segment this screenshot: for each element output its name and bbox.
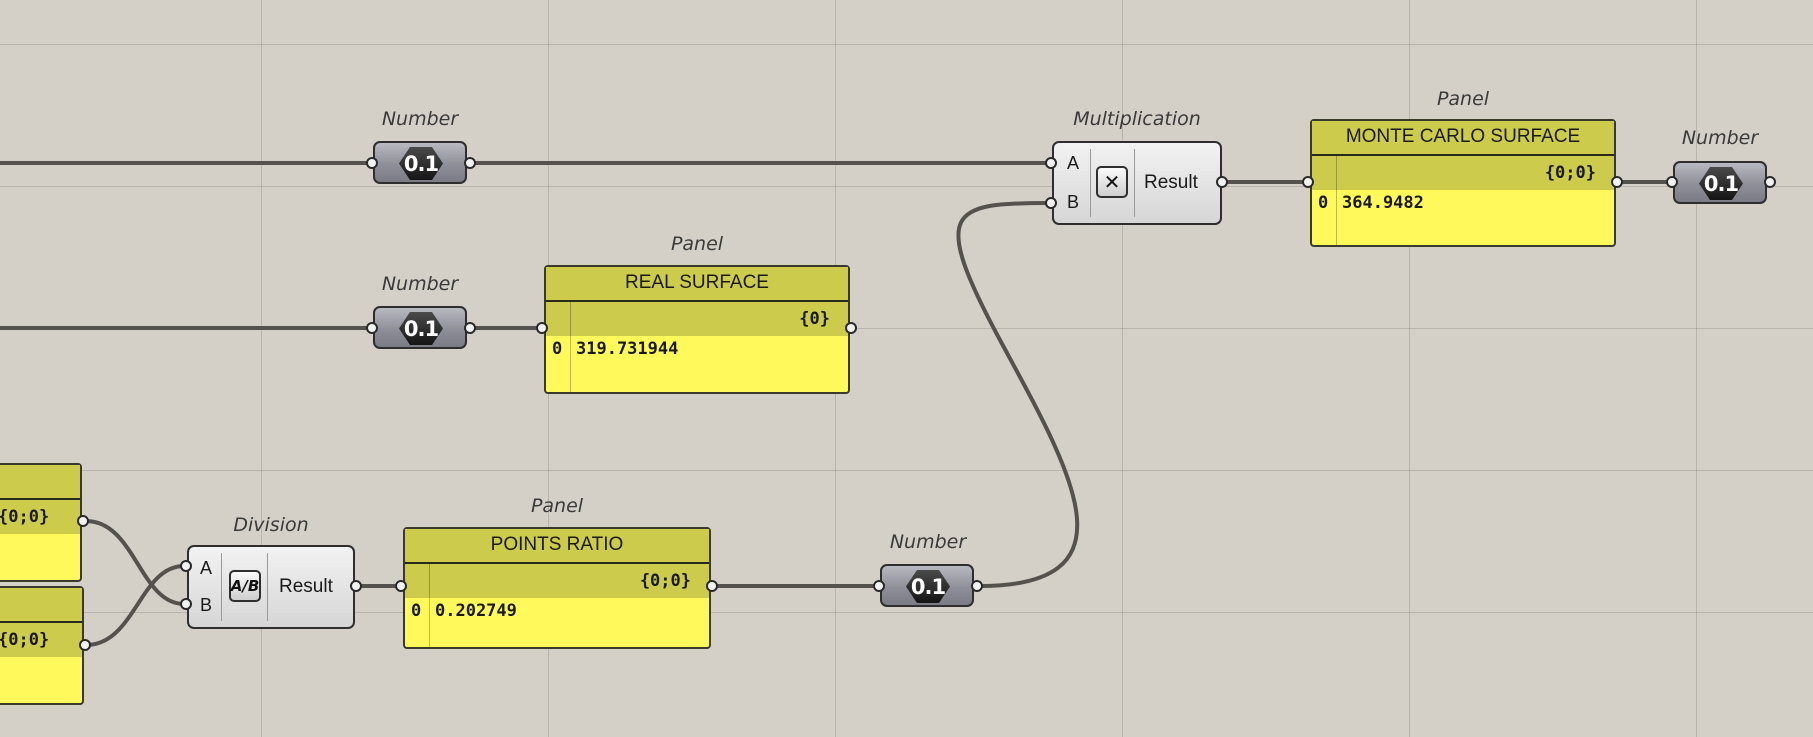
panel-index: 0 xyxy=(411,601,422,621)
points-ratio-input-port[interactable] xyxy=(395,580,407,592)
real-surface-panel-label: Panel xyxy=(670,233,724,255)
multiplication-input-a-port[interactable] xyxy=(1045,157,1057,169)
panel-title xyxy=(0,465,80,500)
number4-node[interactable]: 0.1 xyxy=(1673,161,1767,204)
panel-value: 364.9482 xyxy=(1342,193,1424,213)
panel-value: 0.202749 xyxy=(435,601,517,621)
panel-index: 0 xyxy=(552,339,563,359)
number4-output-port[interactable] xyxy=(1764,176,1776,188)
division-label: Division xyxy=(233,514,309,536)
real-surface-panel[interactable]: REAL SURFACE {0} 0 319.731944 xyxy=(544,265,850,394)
real-surface-input-port[interactable] xyxy=(536,322,548,334)
number3-input-port[interactable] xyxy=(873,580,885,592)
multiplication-separator-right xyxy=(1134,149,1135,217)
panel-index: 0 xyxy=(1318,193,1329,213)
real-surface-output-port[interactable] xyxy=(845,322,857,334)
multiplication-separator-left xyxy=(1090,149,1091,217)
multiplication-input-b-label: B xyxy=(1067,192,1080,212)
monte-carlo-input-port[interactable] xyxy=(1302,176,1314,188)
panel-value: 319.731944 xyxy=(576,339,679,359)
panel-title: MONTE CARLO SURFACE xyxy=(1312,121,1614,156)
panel-index-divider xyxy=(570,302,571,392)
panel-title: REAL SURFACE xyxy=(546,267,848,302)
division-separator-left xyxy=(221,553,222,621)
panel-data-path: {0;0} xyxy=(1312,156,1614,190)
wire-partial-bottom-to-division-a xyxy=(84,564,186,647)
number-param-icon: 0.1 xyxy=(906,570,950,603)
panel-title: POINTS RATIO xyxy=(405,529,709,564)
panel-title xyxy=(0,588,82,623)
multiplication-output-label: Result xyxy=(1144,172,1198,193)
number3-node[interactable]: 0.1 xyxy=(880,564,974,607)
division-output-label: Result xyxy=(279,576,333,597)
panel-data-path: {0} xyxy=(546,302,848,336)
division-output-port[interactable] xyxy=(350,580,362,592)
division-input-a-port[interactable] xyxy=(180,560,192,572)
division-input-b-port[interactable] xyxy=(180,598,192,610)
panel-data-path: {0;0} xyxy=(0,500,80,534)
division-input-a-label: A xyxy=(200,558,213,578)
wire-partial-top-to-division-b xyxy=(84,519,186,606)
multiplication-label: Multiplication xyxy=(1073,108,1201,130)
number3-output-port[interactable] xyxy=(971,580,983,592)
panel-index-divider xyxy=(1336,156,1337,245)
number4-input-port[interactable] xyxy=(1666,176,1678,188)
multiplication-input-a-label: A xyxy=(1067,153,1080,173)
number1-label: Number xyxy=(381,108,459,130)
division-component[interactable]: A B A/B Result xyxy=(187,545,355,629)
number1-input-port[interactable] xyxy=(366,157,378,169)
wire-number3-to-multiplication-b xyxy=(956,201,1080,588)
number1-output-port[interactable] xyxy=(464,157,476,169)
number3-label: Number xyxy=(889,531,967,553)
partial-panel-top[interactable]: {0;0} xyxy=(0,463,82,582)
multiply-icon: ✕ xyxy=(1096,166,1128,198)
number1-node[interactable]: 0.1 xyxy=(373,141,467,184)
points-ratio-output-port[interactable] xyxy=(706,580,718,592)
panel-data-path: {0;0} xyxy=(0,623,82,657)
number2-label: Number xyxy=(381,273,459,295)
partial-bottom-output-port[interactable] xyxy=(79,639,91,651)
monte-carlo-panel-label: Panel xyxy=(1436,88,1490,110)
number2-output-port[interactable] xyxy=(464,322,476,334)
partial-top-output-port[interactable] xyxy=(77,515,89,527)
multiplication-input-b-port[interactable] xyxy=(1045,197,1057,209)
points-ratio-panel[interactable]: POINTS RATIO {0;0} 0 0.202749 xyxy=(403,527,711,649)
number2-node[interactable]: 0.1 xyxy=(373,306,467,349)
number-param-icon: 0.1 xyxy=(1699,167,1743,200)
divide-icon: A/B xyxy=(229,570,261,602)
number4-label: Number xyxy=(1681,127,1759,149)
number-param-icon: 0.1 xyxy=(399,147,443,180)
points-ratio-panel-label: Panel xyxy=(530,495,584,517)
multiplication-output-port[interactable] xyxy=(1216,176,1228,188)
number2-input-port[interactable] xyxy=(366,322,378,334)
panel-data-path: {0;0} xyxy=(405,564,709,598)
number-param-icon: 0.1 xyxy=(399,312,443,345)
division-separator-right xyxy=(267,553,268,621)
monte-carlo-output-port[interactable] xyxy=(1611,176,1623,188)
monte-carlo-surface-panel[interactable]: MONTE CARLO SURFACE {0;0} 0 364.9482 xyxy=(1310,119,1616,247)
multiplication-component[interactable]: A B ✕ Result xyxy=(1052,141,1222,225)
partial-panel-bottom[interactable]: {0;0} xyxy=(0,586,84,705)
panel-index-divider xyxy=(429,564,430,647)
division-input-b-label: B xyxy=(200,595,213,615)
